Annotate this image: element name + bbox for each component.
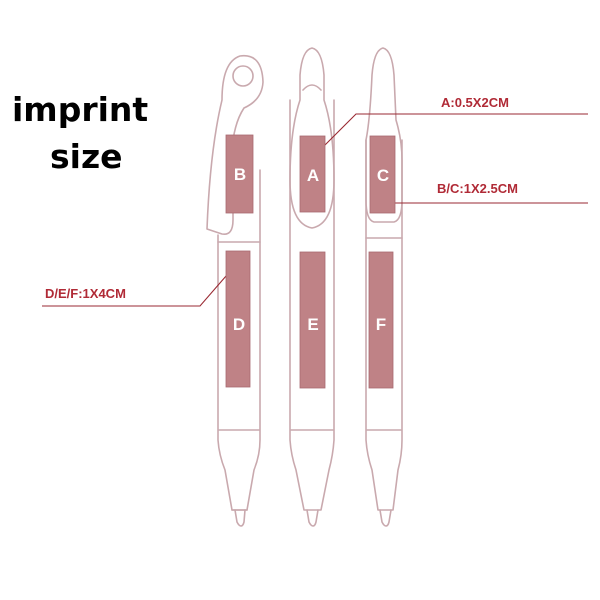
imprint-zone-b [225,134,254,214]
zone-label-f: F [376,315,386,334]
leader-a [314,113,588,156]
pen-right-outline [365,47,403,527]
pen-middle-outline [289,47,335,527]
leader-def [42,267,234,307]
imprint-zone-e [299,251,326,389]
zone-label-a: A [307,166,319,185]
imprint-zone-d [225,250,251,388]
pen-left-outline [206,54,264,527]
spec-label-bc: B/C:1X2.5CM [437,181,518,196]
heading-size: size [50,137,123,176]
heading-imprint: imprint [12,90,149,129]
spec-label-a: A:0.5X2CM [441,95,509,110]
zone-label-b: B [234,165,246,184]
imprint-zone-f [368,251,394,389]
zone-label-d: D [233,315,245,334]
zone-label-e: E [307,315,318,334]
spec-label-def: D/E/F:1X4CM [45,286,126,301]
imprint-zone-c [369,135,396,214]
imprint-zone-a [299,135,326,213]
zone-label-c: C [377,166,389,185]
